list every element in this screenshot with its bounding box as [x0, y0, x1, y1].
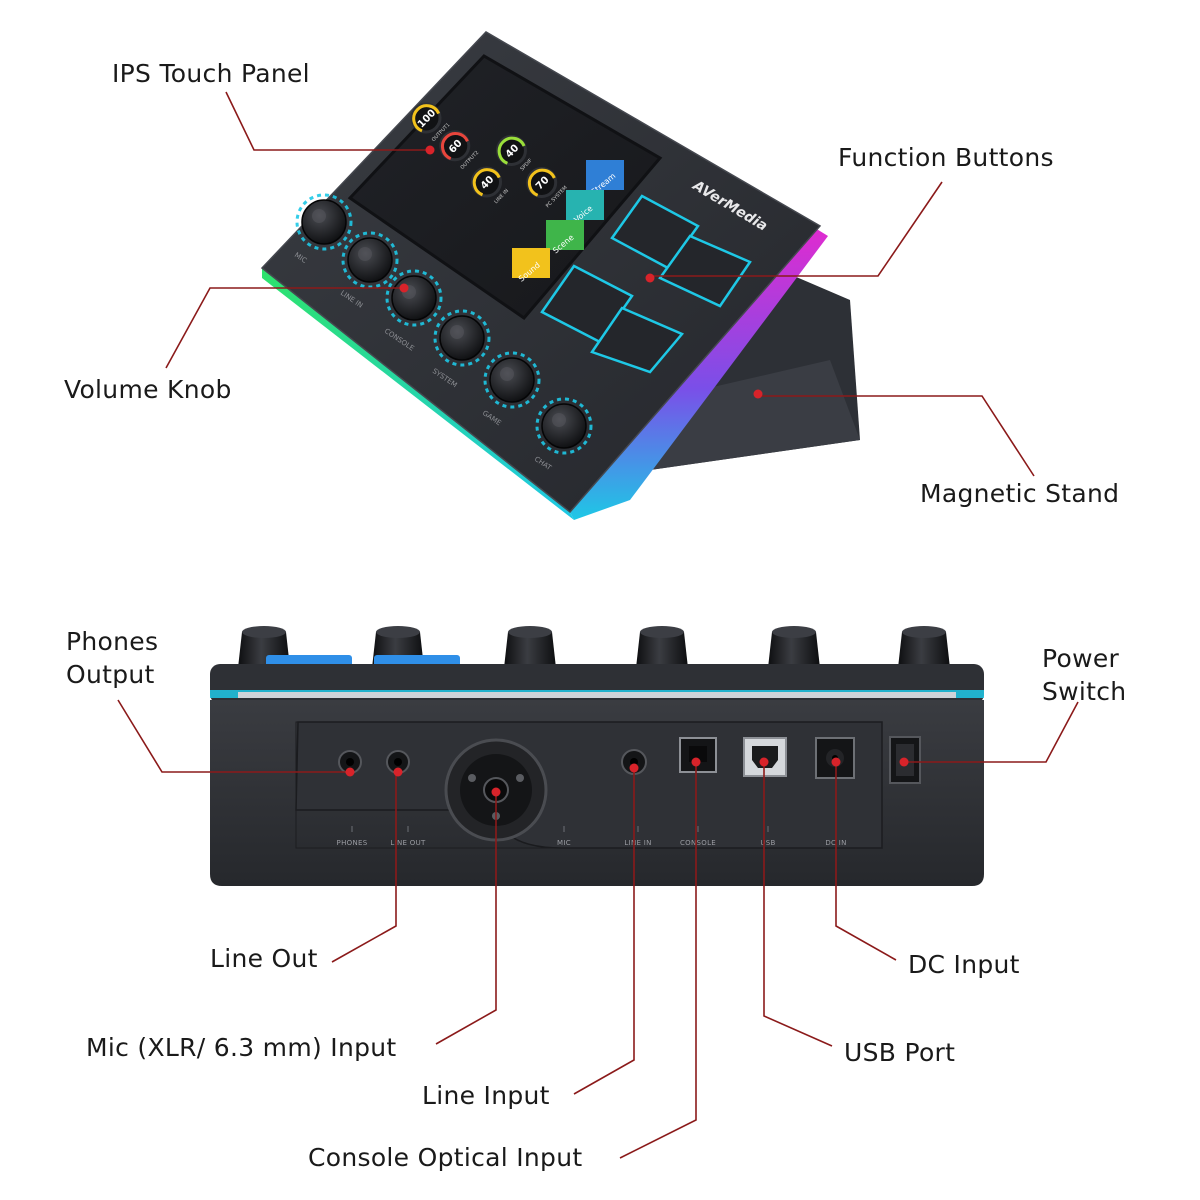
- rear-port-label: USB: [760, 839, 775, 847]
- device-rear-view: [210, 626, 984, 886]
- rgb-light-strip: [570, 228, 828, 520]
- callout-magnetic-stand: Magnetic Stand: [920, 479, 1120, 508]
- console-optical-port[interactable]: [679, 737, 717, 773]
- leader-dots: [345, 145, 909, 797]
- callout-volume-knob: Volume Knob: [64, 375, 232, 404]
- function-buttons[interactable]: [540, 194, 752, 374]
- callout-line-input: Line Input: [422, 1081, 550, 1110]
- rear-port-label: CONSOLE: [680, 839, 716, 847]
- volume-knob[interactable]: [535, 397, 593, 455]
- volume-knob[interactable]: [433, 309, 491, 367]
- phones-output-jack[interactable]: [338, 750, 362, 774]
- screen-tile[interactable]: Sound: [512, 248, 550, 284]
- power-switch[interactable]: [889, 736, 921, 784]
- callout-power-switch: Power Switch: [1042, 644, 1127, 706]
- callout-usb-port: USB Port: [844, 1038, 956, 1067]
- rear-knob: [768, 626, 820, 668]
- callout-ips-touch-panel: IPS Touch Panel: [112, 59, 310, 88]
- rear-port-label: LINE OUT: [390, 839, 426, 847]
- line-in-jack[interactable]: [621, 749, 647, 775]
- leader-lines: [117, 91, 1079, 1159]
- volume-knob[interactable]: [295, 193, 353, 251]
- screen-tile[interactable]: Voice: [566, 190, 604, 224]
- volume-knob[interactable]: [341, 231, 399, 289]
- callout-dc-input: DC Input: [908, 950, 1020, 979]
- callout-function-buttons: Function Buttons: [838, 143, 1054, 172]
- rear-knob-row: [238, 626, 950, 668]
- rear-port-label: LINE IN: [624, 839, 651, 847]
- rear-port-label: MIC: [557, 839, 571, 847]
- callout-phones-output: Phones Output: [66, 627, 159, 689]
- rgb-light-strip: [262, 268, 574, 520]
- usb-port[interactable]: [743, 737, 787, 777]
- rear-knob: [636, 626, 688, 668]
- volume-knob[interactable]: [483, 351, 541, 409]
- rear-knob: [504, 626, 556, 668]
- callout-console-optical-input: Console Optical Input: [308, 1143, 583, 1172]
- callout-line-out: Line Out: [210, 944, 318, 973]
- rear-knob: [898, 626, 950, 668]
- callout-mic-input: Mic (XLR/ 6.3 mm) Input: [86, 1033, 397, 1062]
- rear-port-label: PHONES: [337, 839, 368, 847]
- screen-tile[interactable]: Scene: [546, 220, 584, 255]
